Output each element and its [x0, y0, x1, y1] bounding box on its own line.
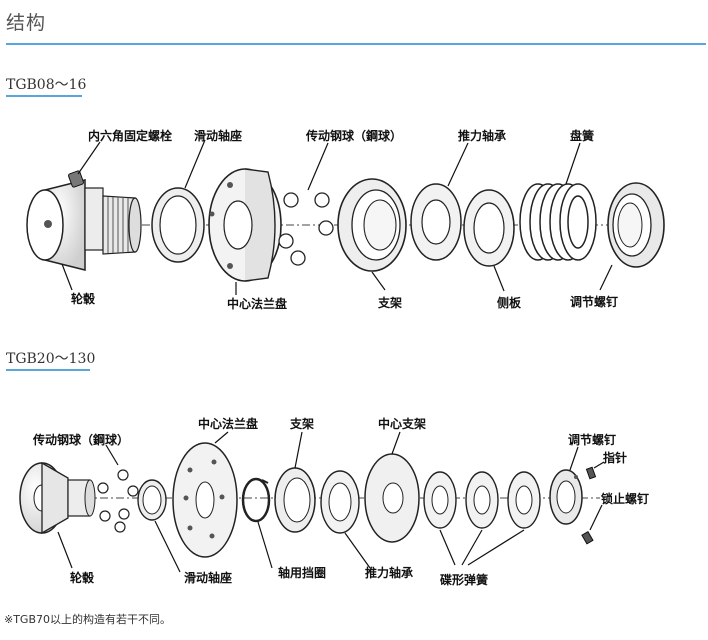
page-title: 结构: [6, 12, 47, 34]
label-adjust-nut: 调节螺钉: [568, 432, 616, 447]
label-thrust-bearing: 推力轴承: [458, 128, 506, 143]
steel-balls: [278, 192, 334, 266]
exploded-diagram-small: 内六角固定螺栓 滑动轴座 传动钢球（鋼球） 推力轴承 盘簧 轮毂 中心法兰盘 支…: [26, 128, 665, 311]
thrust-bearing-part: [320, 470, 360, 534]
label-slide-bushing: 滑动轴座: [194, 128, 242, 143]
thrust-bearing-part: [410, 183, 462, 261]
label-lock-screw: 锁止螺钉: [601, 491, 649, 506]
label-thrust-bearing: 推力轴承: [365, 565, 413, 580]
label-steel-balls: 传动钢球（鋼球）: [32, 432, 129, 447]
title-divider: [6, 43, 706, 45]
section-heading-tgb08-16: TGB08～16: [6, 77, 87, 93]
label-snap-ring: 轴用挡圈: [278, 565, 326, 580]
center-flange-part: [208, 168, 282, 282]
side-plate-part: [463, 189, 515, 267]
section-heading-tgb20-130: TGB20～130: [6, 351, 96, 367]
label-support: 支架: [377, 295, 402, 310]
center-support-part: [364, 453, 420, 543]
pointer-part: [585, 466, 597, 480]
support-part: [274, 467, 316, 533]
support-part: [337, 178, 407, 272]
label-center-support: 中心支架: [378, 416, 426, 431]
slide-bushing-part: [137, 479, 167, 521]
center-flange-part: [172, 442, 238, 558]
steel-balls: [97, 469, 139, 533]
label-support: 支架: [289, 416, 314, 431]
section-underline: [6, 369, 90, 371]
label-hub: 轮毂: [71, 291, 96, 306]
snap-ring-part: [241, 477, 271, 523]
section-underline: [6, 95, 82, 97]
hex-bolt-part: [68, 170, 84, 188]
label-slide-bushing: 滑动轴座: [184, 570, 232, 585]
label-hub: 轮毂: [70, 570, 95, 585]
label-side-plate: 侧板: [497, 295, 522, 310]
label-center-flange: 中心法兰盘: [198, 416, 258, 431]
label-disc-springs: 碟形弹簧: [440, 572, 488, 587]
slide-bushing-part: [151, 187, 205, 263]
label-pointer: 指针: [603, 450, 627, 465]
label-hex-bolt: 内六角固定螺栓: [88, 128, 172, 143]
label-disc-spring: 盘簧: [570, 128, 594, 143]
footnote: ※TGB70以上的构造有若干不同。: [4, 613, 172, 626]
hub-part: [26, 179, 142, 271]
hub-part: [19, 461, 96, 535]
label-steel-balls: 传动钢球（鋼球）: [305, 128, 402, 143]
label-adjust-nut: 调节螺钉: [570, 294, 618, 309]
exploded-diagram-large: 传动钢球（鋼球） 中心法兰盘 支架 中心支架 调节螺钉 指针 锁止螺钉 轮毂 滑…: [19, 416, 649, 587]
disc-spring-part: [519, 183, 597, 261]
label-center-flange: 中心法兰盘: [227, 296, 287, 311]
lock-screw-part: [581, 530, 594, 545]
adjust-nut-part: [607, 182, 665, 268]
adjust-nut-part: [549, 469, 583, 525]
